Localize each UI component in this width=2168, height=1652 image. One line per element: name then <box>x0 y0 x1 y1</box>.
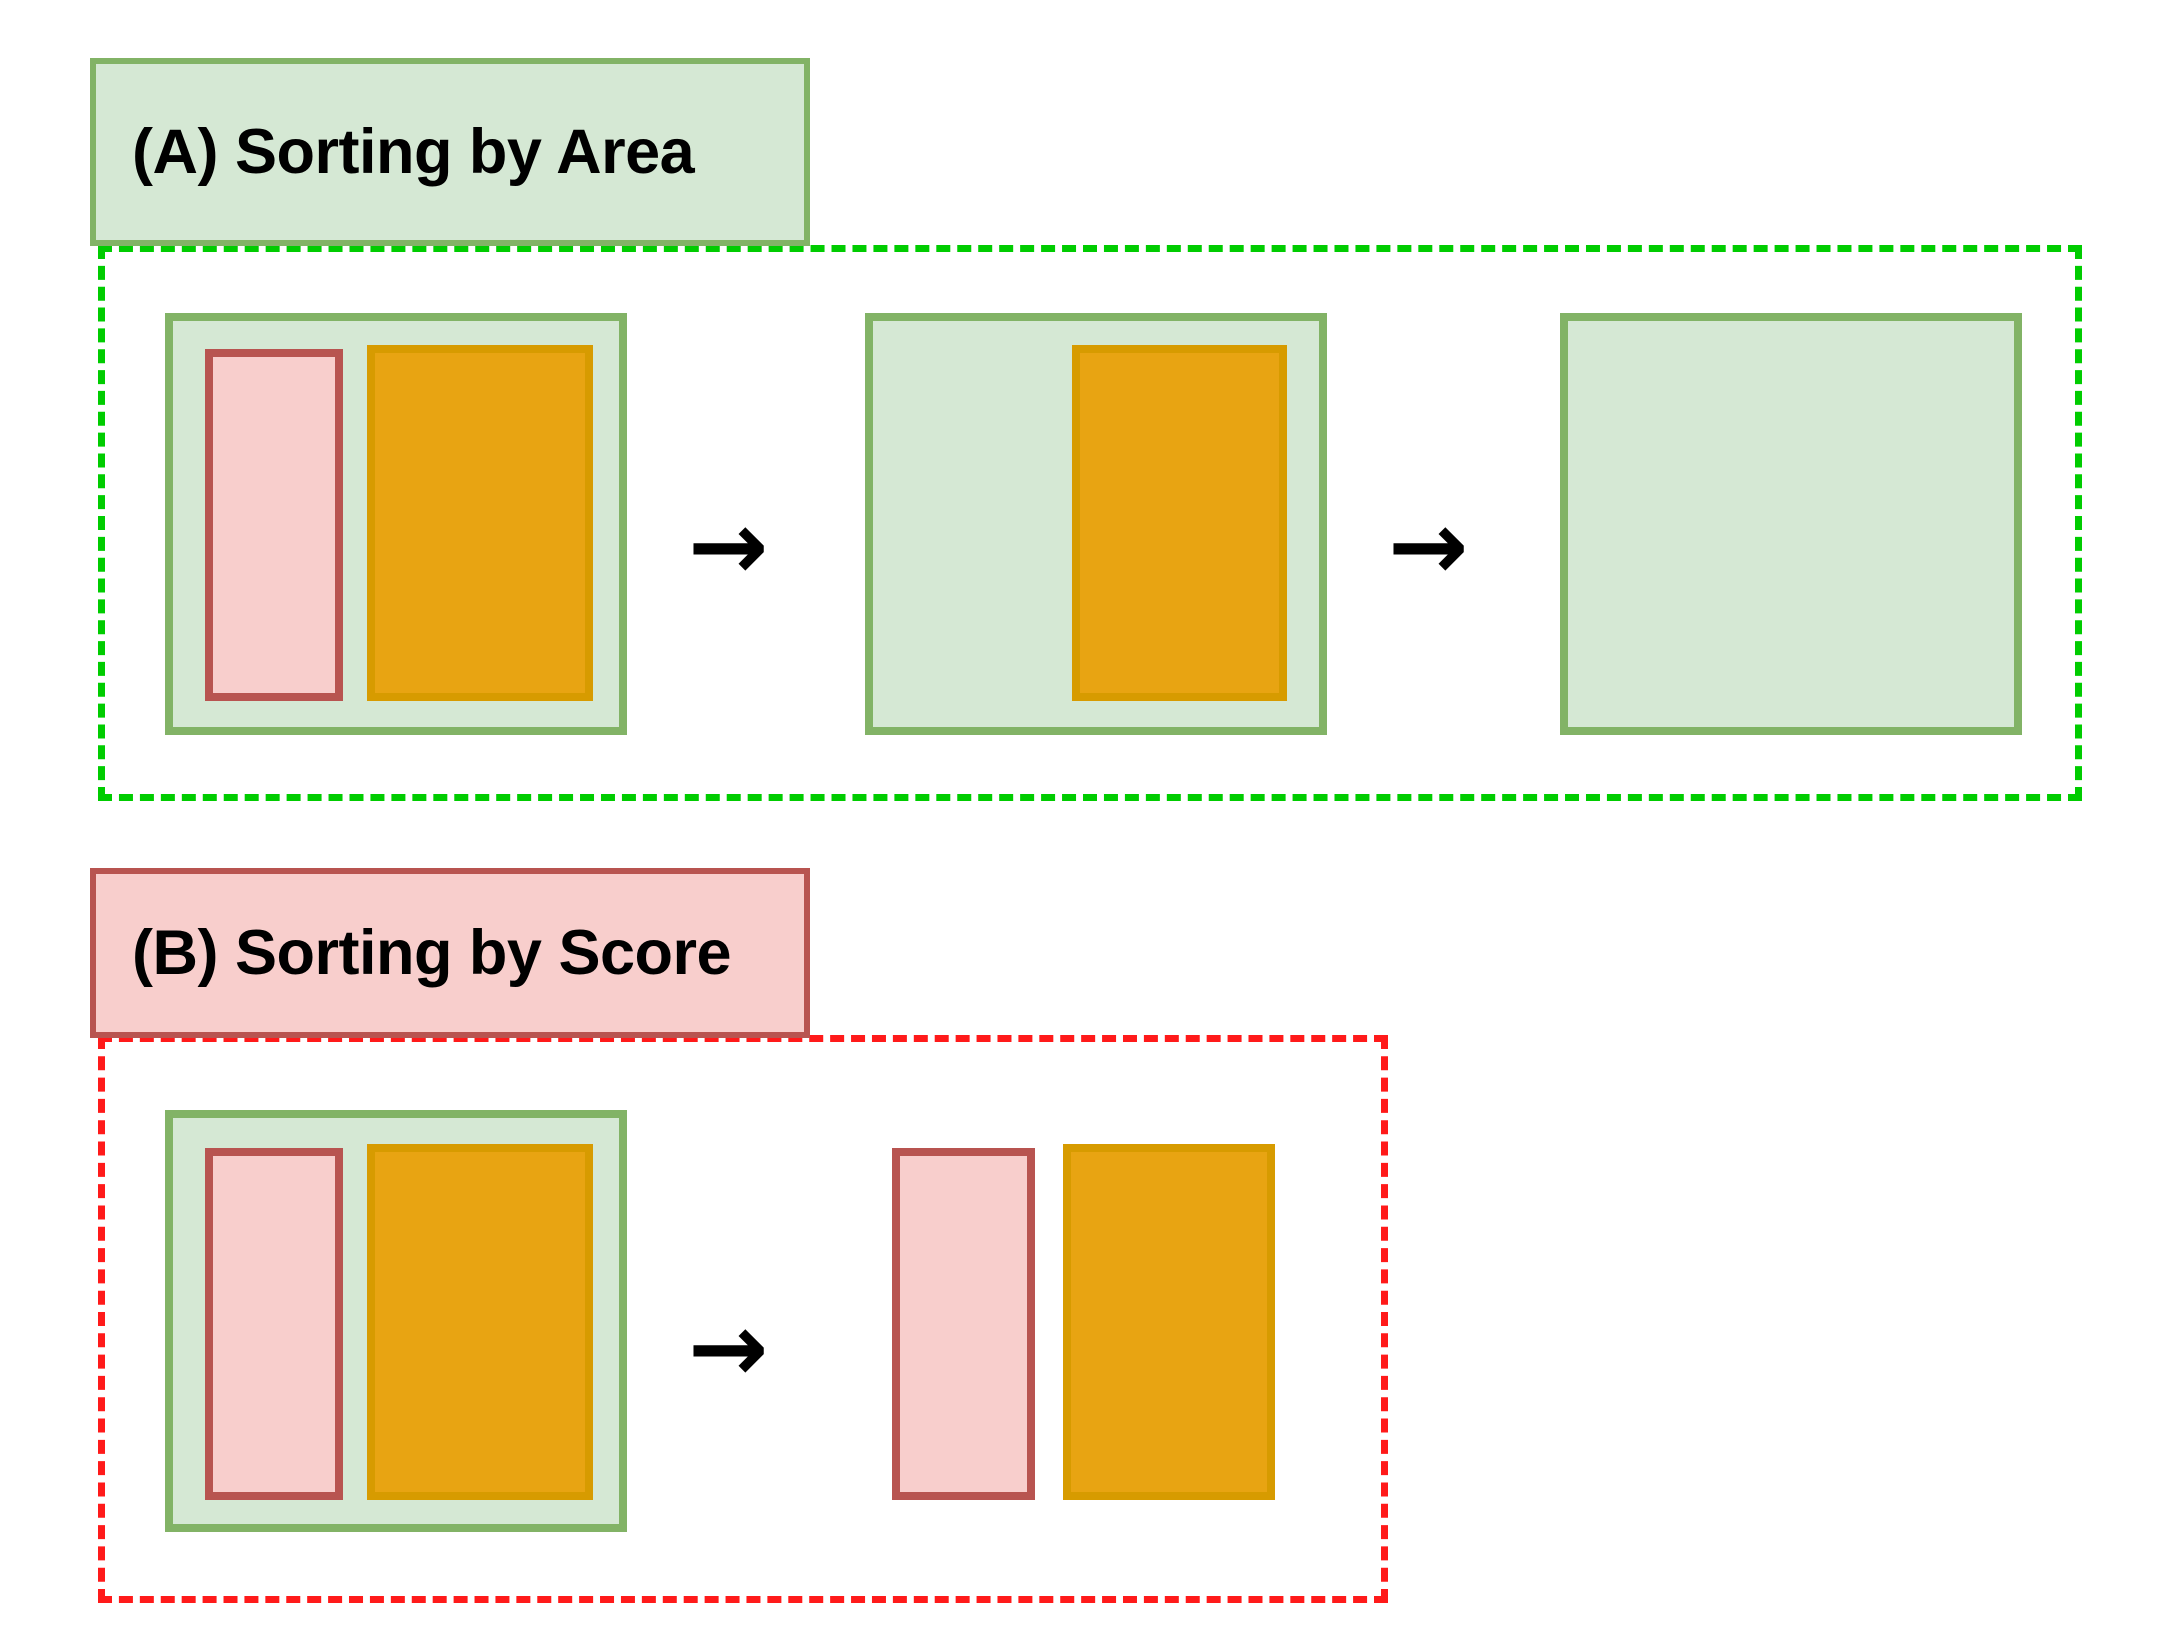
section-b-dashed-frame <box>98 1035 1388 1603</box>
section-a-arrow-2-icon: → <box>1388 490 1469 602</box>
section-a-dashed-frame <box>98 245 2082 801</box>
section-a-step1-pink-rect <box>205 349 343 701</box>
section-b-step2-orange-rect <box>1063 1144 1275 1500</box>
section-b-step1-orange-rect <box>367 1144 593 1500</box>
section-a-step3-green-container <box>1560 313 2022 735</box>
section-a-step2-orange-rect <box>1072 345 1287 701</box>
section-a-step1-orange-rect <box>367 345 593 701</box>
section-a-title-box: (A) Sorting by Area <box>90 58 810 246</box>
section-a-title-label: (A) Sorting by Area <box>132 117 695 187</box>
section-b-arrow-1-icon: → <box>688 1292 769 1404</box>
section-b-title-box: (B) Sorting by Score <box>90 868 810 1038</box>
section-a-arrow-1-icon: → <box>688 490 769 602</box>
section-b-step1-pink-rect <box>205 1148 343 1500</box>
section-b-step2-pink-rect <box>892 1148 1035 1500</box>
section-b-title-label: (B) Sorting by Score <box>132 918 732 988</box>
